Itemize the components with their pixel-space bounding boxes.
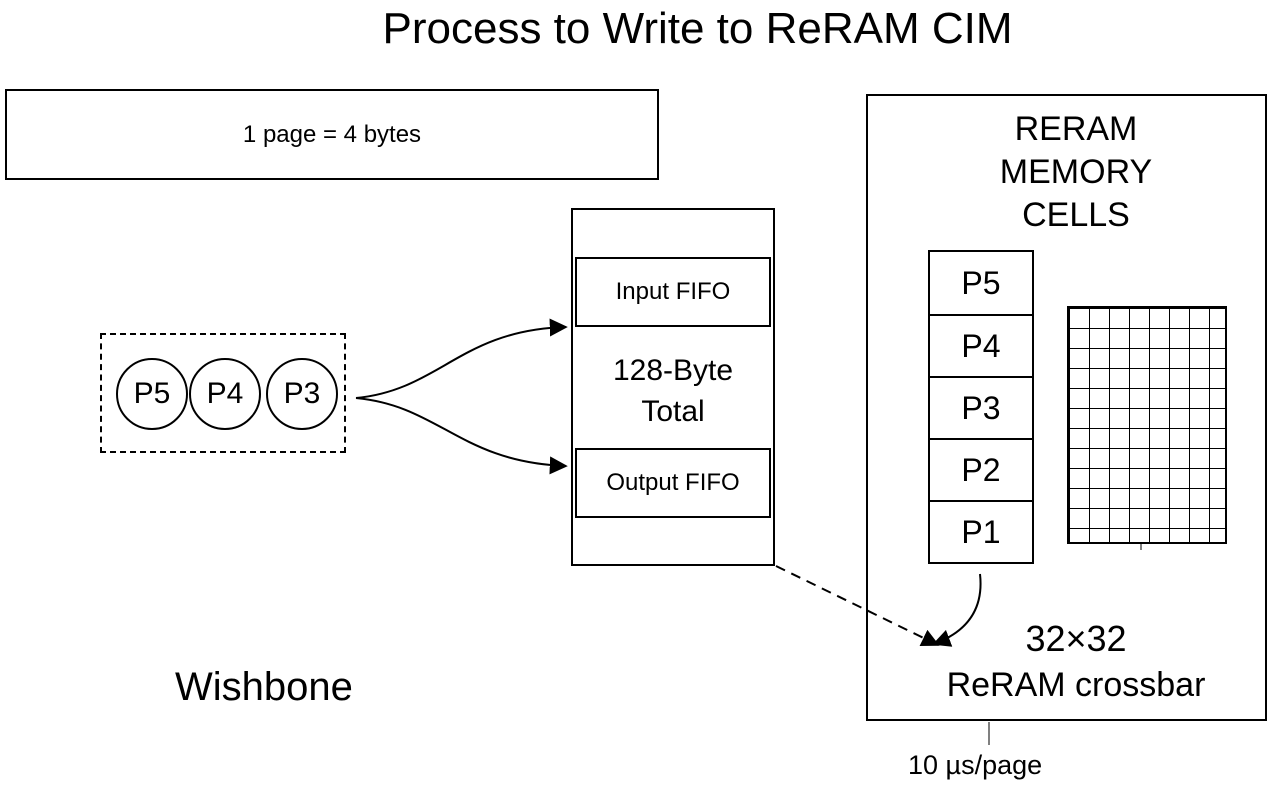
reram-title-line2: MEMORY [999, 153, 1153, 191]
fifo-capacity-line2: Total [641, 395, 705, 428]
output-fifo: Output FIFO [575, 448, 771, 518]
arrow-to-output-fifo [355, 397, 568, 475]
reram-title-line1: RERAM [1014, 110, 1138, 148]
input-fifo-label: Input FIFO [615, 278, 731, 305]
diagram-title: Process to Write to ReRAM CIM [382, 4, 1013, 53]
reram-page-p3: P3 [930, 376, 1032, 438]
output-fifo-label: Output FIFO [606, 469, 740, 496]
input-fifo: Input FIFO [575, 257, 771, 327]
write-rate: 10 µs/page [908, 750, 1043, 780]
reram-title-line3: CELLS [1022, 196, 1130, 234]
page-definition-box: 1 page = 4 bytes [5, 89, 659, 180]
wishbone-page-p3: P3 [266, 358, 338, 430]
arrow-to-input-fifo [355, 318, 568, 399]
reram-memory-block [866, 94, 1267, 721]
crossbar-label: ReRAM crossbar [946, 666, 1206, 704]
reram-page-p2: P2 [930, 438, 1032, 500]
wishbone-page-p5: P5 [116, 358, 188, 430]
page-definition-text: 1 page = 4 bytes [242, 120, 422, 148]
fifo-capacity: 128-Byte Total [575, 350, 771, 432]
wishbone-page-p4: P4 [189, 358, 261, 430]
reram-page-p4: P4 [930, 314, 1032, 376]
reram-page-p1: P1 [930, 500, 1032, 562]
fifo-capacity-line1: 128-Byte [612, 354, 734, 387]
wishbone-page-group [100, 333, 346, 453]
reram-page-stack: P5 P4 P3 P2 P1 [928, 250, 1034, 564]
crossbar-size: 32×32 [1025, 618, 1127, 659]
crossbar-grid-icon [1067, 306, 1227, 544]
reram-title: RERAM MEMORY CELLS [866, 108, 1275, 237]
fifo-buffer [571, 208, 775, 566]
reram-page-p5: P5 [961, 264, 1001, 301]
wishbone-label: Wishbone [175, 665, 353, 709]
